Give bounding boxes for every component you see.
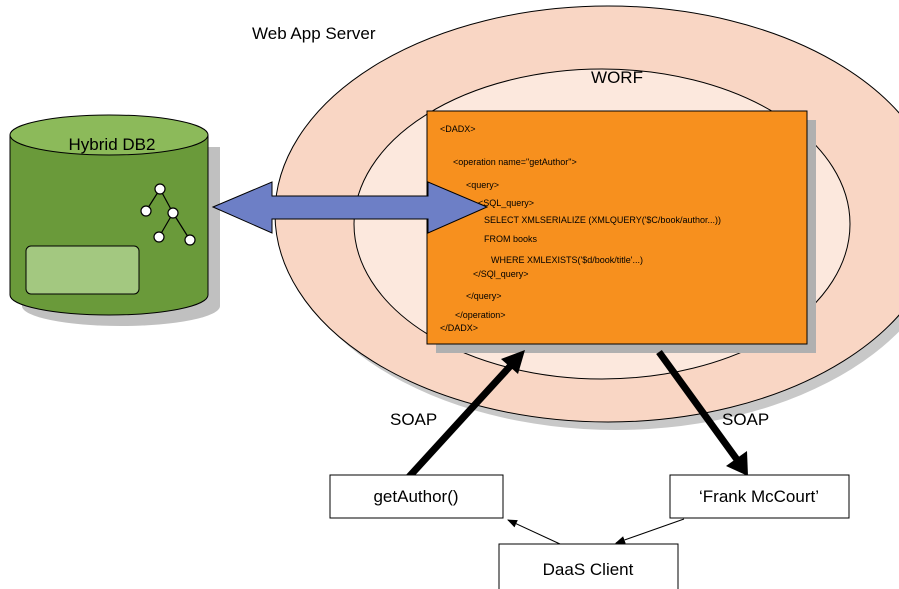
frank-mccourt-label: ‘Frank McCourt’ [699, 487, 819, 506]
dadx-line: <SQL_query> [478, 198, 534, 208]
worf-label: WORF [591, 68, 643, 87]
dadx-line: </query> [466, 291, 502, 301]
db-top [9, 114, 209, 156]
soap-response-arrow [656, 349, 748, 476]
dadx-line: <operation name="getAuthor"> [453, 157, 577, 167]
daas-client-label: DaaS Client [543, 560, 634, 579]
bidirectional-arrow [211, 181, 489, 234]
db-label: Hybrid DB2 [69, 135, 156, 154]
soap-label-right: SOAP [722, 410, 769, 429]
dadx-line: <DADX> [440, 124, 476, 134]
dadx-line: </operation> [455, 310, 506, 320]
client-to-request-arrow [507, 519, 561, 545]
get-author-box [329, 474, 504, 519]
dadx-line: </DADX> [440, 323, 478, 333]
dadx-line: WHERE XMLEXISTS('$d/book/title'...) [491, 255, 643, 265]
xml-tree-icon [140, 183, 196, 246]
response-to-client-arrow [615, 518, 685, 544]
soap-request-arrow [404, 350, 525, 482]
soap-label-left: SOAP [390, 410, 437, 429]
dadx-line: SELECT XMLSERIALIZE (XMLQUERY('$C/book/a… [484, 215, 721, 225]
dadx-box [426, 110, 808, 345]
dadx-line: </SQl_query> [473, 269, 529, 279]
frank-mccourt-box [669, 474, 850, 519]
hybrid-db2-cylinder: Hybrid DB2 [9, 114, 220, 326]
server-label: Web App Server [252, 24, 376, 43]
dadx-code: <DADX> <operation name="getAuthor"> <que… [440, 124, 721, 333]
get-author-label: getAuthor() [373, 487, 458, 506]
dadx-line: FROM books [484, 234, 538, 244]
db-table-icon [25, 245, 140, 295]
daas-client-box [498, 543, 679, 589]
dadx-line: <query> [466, 180, 499, 190]
